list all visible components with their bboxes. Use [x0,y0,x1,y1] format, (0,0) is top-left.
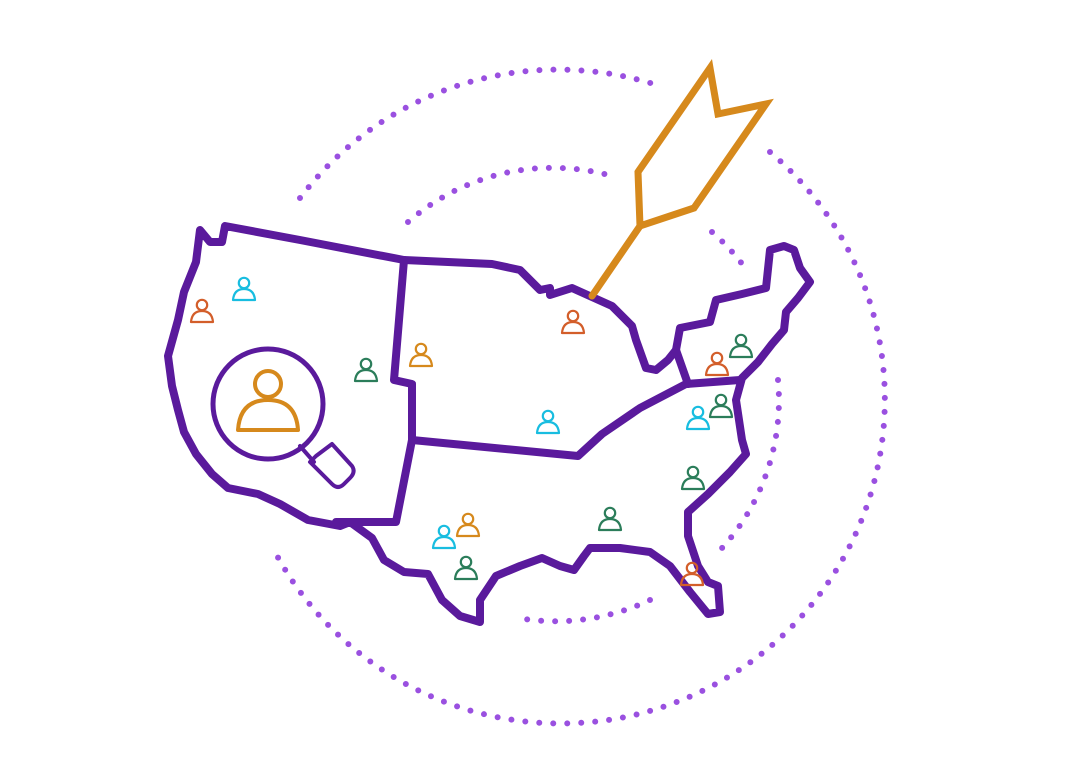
inner-target-ring-bottom [515,597,653,625]
person-icon-body [597,517,623,532]
target-rings [272,66,888,727]
person-icon-head [710,351,724,365]
person-icon [431,524,457,550]
northeast-state-border [672,346,692,388]
outer-target-ring [297,66,663,201]
person-icon [408,342,434,368]
arrow [588,58,774,300]
person-icon-body [679,572,705,587]
person-icon-head [414,342,428,356]
person-icon [455,512,481,538]
person-icon-head [734,333,748,347]
person-icon-body [189,309,215,324]
person-icon-body [431,535,457,550]
person-icon [685,405,711,431]
person-icon-body [708,404,734,419]
person-icon-head [714,393,728,407]
person-icon-body [353,368,379,383]
person-icon [704,351,730,377]
person-icon-head [195,298,209,312]
magnifier-handle [298,442,356,489]
person-icon-head [691,405,705,419]
magnifier-person-body [236,398,300,432]
inner-target-ring [405,164,615,225]
magnifier-lens [210,346,326,462]
person-icon-head [459,555,473,569]
people-markers [189,276,754,587]
magnifier-person-head [253,369,283,399]
us-map [164,222,814,626]
arrow-shaft [588,222,644,300]
person-icon-body [408,353,434,368]
person-icon [189,298,215,324]
magnifier-search-icon [210,346,356,489]
person-icon-head [461,512,475,526]
person-icon-body [680,476,706,491]
person-icon-head [686,465,700,479]
arrow-fletching [634,58,774,231]
us-map-outline [164,222,814,626]
person-icon-head [237,276,251,290]
person-icon-head [359,357,373,371]
person-icon-body [453,566,479,581]
outer-target-ring-right [272,149,888,727]
person-icon-body [535,420,561,435]
person-icon [679,561,705,587]
person-icon-body [455,523,481,538]
person-icon-head [437,524,451,538]
person-icon-head [603,506,617,520]
person-icon [353,357,379,383]
person-icon-head [566,309,580,323]
person-icon-body [560,320,586,335]
person-icon-head [541,409,555,423]
person-icon [453,555,479,581]
inner-target-ring-right [709,229,751,275]
west-state-border [332,256,416,526]
person-icon [231,276,257,302]
person-icon [708,393,734,419]
person-icon-body [704,362,730,377]
south-state-border [408,376,744,460]
person-icon-body [231,287,257,302]
person-icon-body [728,344,754,359]
person-icon [560,309,586,335]
person-icon [728,333,754,359]
person-icon [680,465,706,491]
person-icon [597,506,623,532]
person-icon [535,409,561,435]
inner-target-ring-low [719,377,782,551]
person-icon-body [685,416,711,431]
